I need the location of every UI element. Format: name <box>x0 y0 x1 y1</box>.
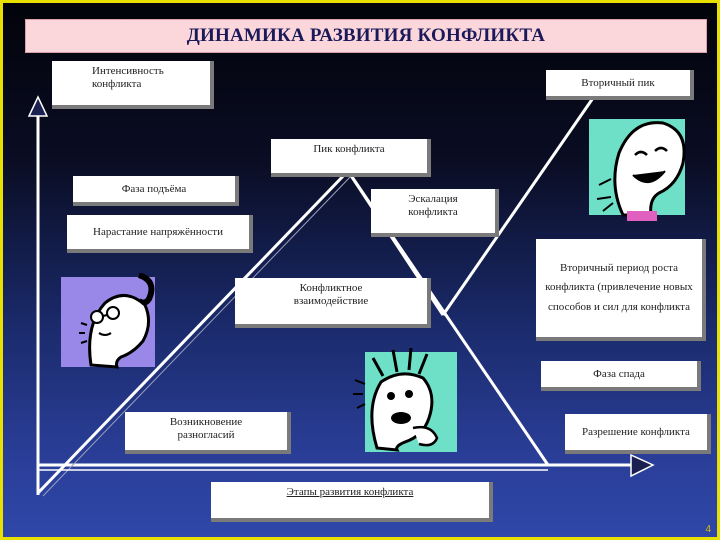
secondary-growth-text: Вторичный период роста конфликта (привле… <box>545 262 693 313</box>
decline-phase-text: Фаза спада <box>593 367 645 380</box>
interaction-label: Конфликтное взаимодействие <box>235 278 431 328</box>
laughing-man-figure <box>589 119 686 221</box>
decline-phase-label: Фаза спада <box>541 361 701 391</box>
slide-title: ДИНАМИКА РАЗВИТИЯ КОНФЛИКТА <box>25 19 707 53</box>
intensity-label: Интенсивность конфликта <box>52 61 214 109</box>
escalation-label: Эскалация конфликта <box>371 189 499 237</box>
tension-growth-label: Нарастание напряжённости <box>67 215 253 253</box>
tension-growth-text: Нарастание напряжённости <box>93 225 223 238</box>
resolution-label: Разрешение конфликта <box>565 414 711 454</box>
stages-text: Этапы развития конфликта <box>286 486 414 498</box>
curve-rise-shadow <box>42 173 354 497</box>
worried-man-figure <box>61 273 155 369</box>
vertical-axis-arrow <box>27 95 49 117</box>
curve-rise <box>36 169 350 495</box>
secondary-peak-label: Вторичный пик <box>546 70 694 100</box>
resolution-text: Разрешение конфликта <box>582 425 690 438</box>
rise-phase-text: Фаза подъёма <box>121 182 187 195</box>
rise-phase-label: Фаза подъёма <box>73 176 239 206</box>
disagreement-text: Возникновение разногласий <box>169 416 243 441</box>
curve-secondary-growth <box>441 97 595 316</box>
interaction-text: Конфликтное взаимодействие <box>293 282 369 307</box>
shocked-man-figure <box>353 348 457 452</box>
secondary-growth-label: Вторичный период роста конфликта (привле… <box>536 239 706 341</box>
horizontal-axis-arrow <box>630 453 655 478</box>
secondary-peak-text: Вторичный пик <box>581 76 655 89</box>
peak-label: Пик конфликта <box>271 139 431 177</box>
intensity-text: Интенсивность конфликта <box>92 65 164 90</box>
stages-label: Этапы развития конфликта <box>211 482 493 522</box>
peak-text: Пик конфликта <box>313 143 385 155</box>
disagreement-label: Возникновение разногласий <box>125 412 291 454</box>
escalation-text: Эскалация конфликта <box>408 193 458 218</box>
page-number: 4 <box>705 524 711 535</box>
diagram-lines <box>27 95 655 497</box>
